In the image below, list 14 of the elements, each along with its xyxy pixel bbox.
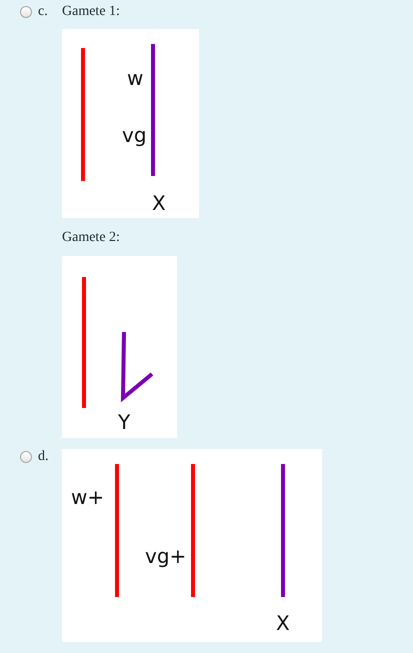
gamete-heading: Gamete 2: [62,230,120,246]
allele-label: X [276,612,290,634]
chromosome-panel [62,256,177,438]
allele-label: X [152,192,166,214]
allele-label: Y [118,411,130,433]
option-letter: c. [38,4,48,20]
chromosome-panel [62,29,199,218]
allele-label: w+ [71,486,104,508]
option-letter: d. [38,449,48,465]
chromosome-panel [62,449,322,642]
allele-label: vg [122,124,147,146]
allele-label: vg+ [145,545,186,567]
allele-label: w [127,67,144,89]
gamete-heading: Gamete 1: [62,4,120,20]
